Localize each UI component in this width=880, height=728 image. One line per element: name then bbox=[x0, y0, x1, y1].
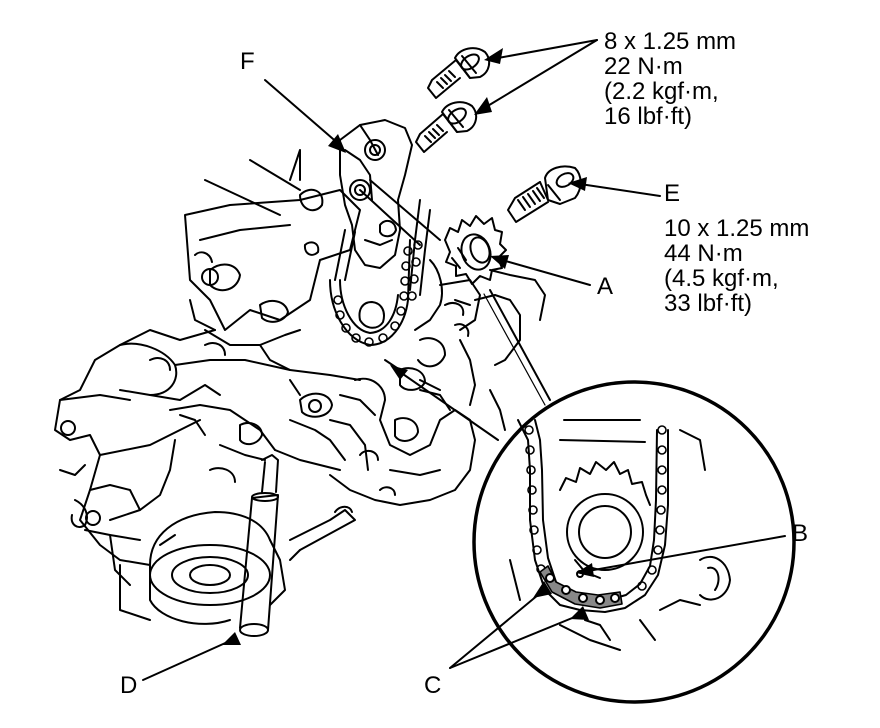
label-a: A bbox=[597, 273, 614, 300]
crank-pulley bbox=[119, 505, 356, 625]
marked-links bbox=[539, 565, 623, 609]
inset-chain-links bbox=[524, 425, 667, 591]
bolt-e bbox=[507, 165, 582, 223]
label-c: C bbox=[424, 672, 442, 699]
spec-bolt-e: 10 x 1.25 mm 44 N·m (4.5 kgf·m, 33 lbf·f… bbox=[664, 216, 809, 316]
bolt-lower bbox=[415, 101, 478, 153]
spec-bolt-e-line-2: 44 N·m bbox=[664, 240, 743, 267]
label-f: F bbox=[240, 48, 255, 75]
sprocket-a bbox=[444, 215, 507, 285]
label-d: D bbox=[120, 672, 138, 699]
spec-small-bolts-line-3: (2.2 kgf·m, bbox=[604, 78, 719, 105]
spec-small-bolts: 8 x 1.25 mm 22 N·m (2.2 kgf·m, 16 lbf·ft… bbox=[604, 29, 736, 129]
spec-bolt-e-line-1: 10 x 1.25 mm bbox=[664, 215, 810, 242]
label-e: E bbox=[664, 180, 681, 207]
engine-block bbox=[54, 149, 476, 586]
spec-bolt-e-line-3: (4.5 kgf·m, bbox=[664, 265, 779, 292]
label-b: B bbox=[792, 520, 809, 547]
arrowheads bbox=[222, 48, 594, 645]
spec-small-bolts-line-2: 22 N·m bbox=[604, 53, 683, 80]
timing-chain-area bbox=[329, 179, 546, 431]
spec-bolt-e-line-4: 33 lbf·ft) bbox=[664, 290, 753, 317]
spec-small-bolts-line-4: 16 lbf·ft) bbox=[604, 103, 693, 130]
tool-d bbox=[239, 454, 279, 637]
timing-chain bbox=[333, 240, 423, 347]
bracket-f bbox=[339, 119, 413, 269]
spec-small-bolts-line-1: 8 x 1.25 mm bbox=[604, 28, 737, 55]
bolt-upper bbox=[427, 47, 491, 99]
leader-lines bbox=[142, 39, 786, 681]
